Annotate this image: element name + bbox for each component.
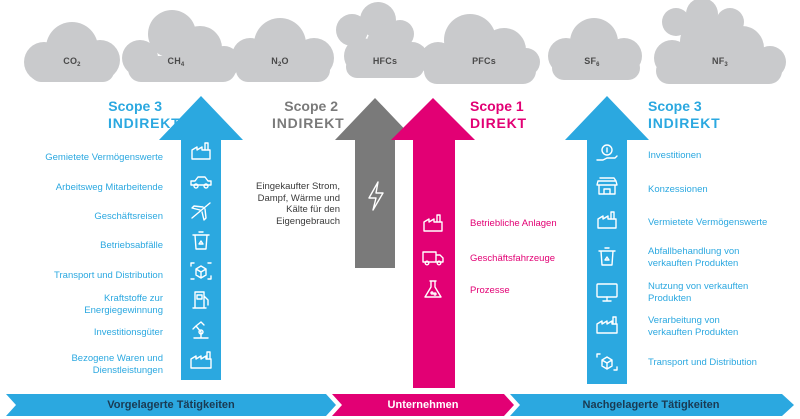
- scope3-right-item: Investitionen: [648, 150, 702, 161]
- factory-icon: [597, 211, 617, 229]
- scope2-title: Scope 2 INDIREKT: [272, 98, 345, 131]
- cloud-nf3: [654, 0, 786, 84]
- recycle-bin-icon: [598, 247, 616, 266]
- cloud-pfcs: [420, 14, 540, 84]
- factory-icon: [190, 351, 212, 369]
- band-downstream: [510, 394, 794, 416]
- scope1-item: Prozesse: [470, 285, 510, 296]
- scope3-right-item: Abfallbehandlung von verkauften Produkte…: [648, 246, 740, 269]
- scope3-right-item: Transport und Distribution: [648, 357, 757, 368]
- gas-label-ch4: CH4: [167, 56, 185, 68]
- gas-label-sf6: SF6: [584, 56, 600, 68]
- scope2-arrow: [335, 98, 415, 268]
- monitor-icon: [596, 283, 618, 302]
- cloud-n2o: [232, 18, 334, 82]
- scope3-left-item: Geschäftsreisen: [94, 211, 163, 222]
- scope3-left-title: Scope 3 INDIREKT: [108, 98, 181, 131]
- scope3-left-item: Gemietete Vermögenswerte: [45, 152, 163, 163]
- scope3-left-item: Transport und Distribution: [54, 270, 163, 281]
- band-company-label: Unternehmen: [387, 399, 459, 411]
- gas-label-hfcs: HFCs: [372, 56, 398, 66]
- plane-icon: [191, 202, 211, 221]
- band-upstream: [6, 394, 336, 416]
- robot-arm-icon: [192, 321, 209, 339]
- scope3-left-item: Betriebsabfälle: [100, 240, 163, 251]
- cloud-layer: [24, 0, 786, 84]
- gas-label-n2o: N2O: [271, 56, 289, 68]
- car-icon: [190, 176, 212, 189]
- gas-label-co2: CO2: [63, 56, 81, 68]
- scope3-right-arrow: [565, 96, 649, 384]
- scope3-right-title: Scope 3 INDIREKT: [648, 98, 721, 131]
- scope1-item: Geschäftsfahrzeuge: [470, 253, 556, 264]
- fuel-pump-icon: [192, 291, 209, 309]
- scope3-left-item: Investitionsgüter: [93, 327, 163, 338]
- coin-hand-icon: [596, 144, 618, 161]
- scope3-left-item: Kraftstoffe zur Energiegewinnung: [84, 293, 163, 316]
- factory-icon: [423, 214, 443, 232]
- scope3-right-item: Verarbeitung von verkauften Produkten: [648, 315, 739, 338]
- cloud-ch4: [122, 10, 240, 82]
- scope1-arrow: [391, 98, 475, 388]
- scope3-right-item: Nutzung von verkauften Produkten: [648, 281, 749, 304]
- scope3-left-arrow: [159, 96, 243, 380]
- box-arrows-icon: [190, 262, 212, 280]
- band-upstream-label: Vorgelagerte Tätigkeiten: [107, 399, 235, 411]
- factory-icon: [191, 142, 211, 160]
- scope1-title: Scope 1 DIREKT: [470, 98, 527, 131]
- gas-label-nf3: NF3: [712, 56, 728, 68]
- scope3-right-item: Konzessionen: [648, 184, 708, 195]
- flask-icon: [424, 280, 442, 298]
- store-icon: [596, 177, 618, 195]
- cloud-co2: [24, 22, 120, 82]
- recycle-bin-icon: [192, 231, 210, 250]
- factory-icon: [596, 316, 618, 334]
- cloud-hfcs: [336, 2, 428, 78]
- scope3-right-item: Vermietete Vermögenswerte: [648, 217, 768, 228]
- cloud-sf6: [548, 18, 642, 80]
- scope3-left-item: Bezogene Waren und Dienstleistungen: [71, 353, 163, 376]
- scope1-item: Betriebliche Anlagen: [470, 218, 557, 229]
- lightning-icon: [368, 181, 384, 211]
- gas-label-pfcs: PFCs: [472, 56, 496, 66]
- box-arrows-icon: [596, 353, 618, 371]
- band-company: [332, 394, 514, 416]
- scope2-description: Eingekaufter Strom, Dampf, Wärme und Käl…: [256, 181, 340, 227]
- truck-icon: [422, 251, 444, 266]
- scope3-left-item: Arbeitsweg Mitarbeitende: [55, 182, 163, 193]
- band-downstream-label: Nachgelagerte Tätigkeiten: [582, 399, 720, 411]
